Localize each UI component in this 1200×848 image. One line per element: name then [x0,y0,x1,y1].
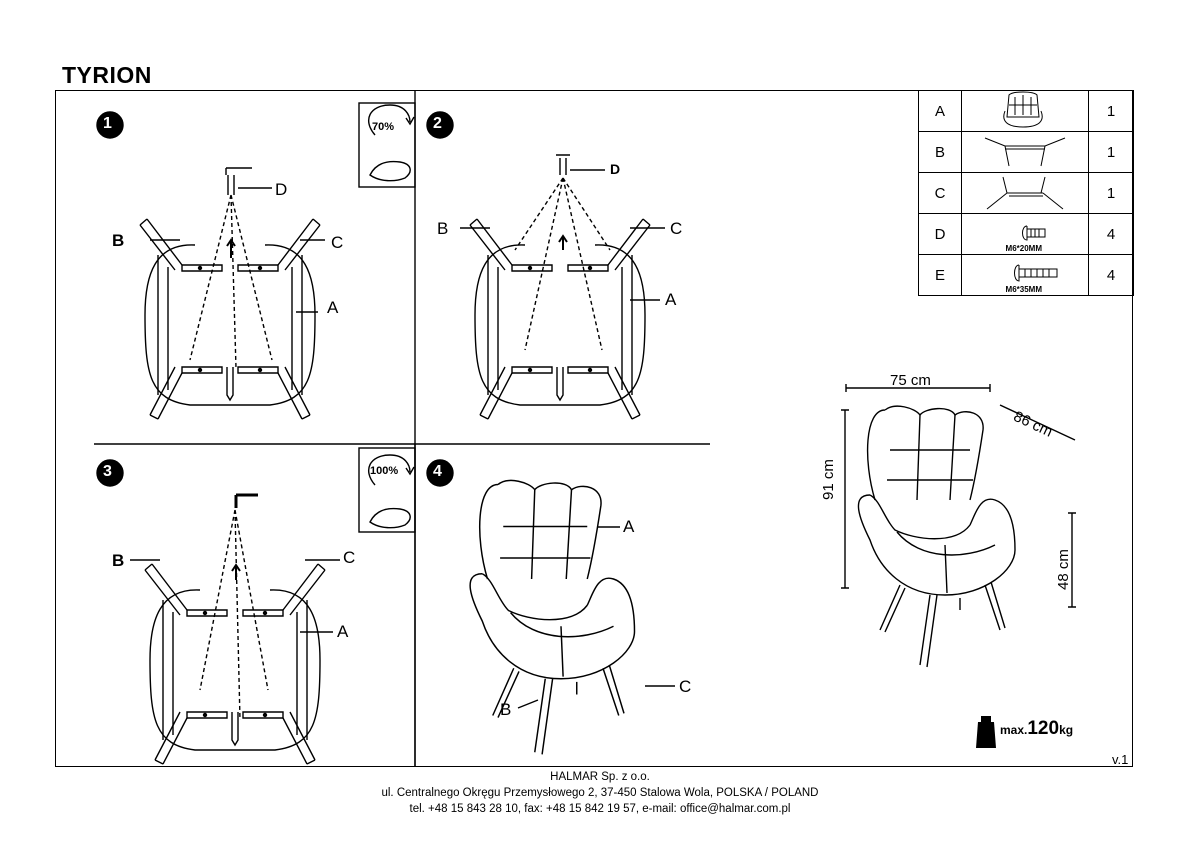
max-load-unit: kg [1059,723,1074,737]
part-qty: 4 [1088,213,1134,255]
max-load-prefix: max. [1000,723,1028,737]
leg-frame-icon [961,172,1089,214]
bolt-icon: M6*35MM [961,254,1089,296]
part-row: B 1 [918,131,1134,173]
dimension-width: 75 cm [890,372,931,389]
max-load-value: 120 [1027,718,1060,739]
label-c-step2: C [670,219,683,238]
label-d-step2: D [610,161,621,177]
part-row: A 1 [918,90,1134,132]
part-letter: B [918,131,962,173]
label-a-step1: A [327,298,339,317]
dimension-seat-height: 48 cm [1055,549,1072,590]
chair-underside-step-2 [460,154,665,420]
part-letter: D [918,213,962,255]
torque-70-icon [358,102,416,188]
step-3-badge [96,459,124,487]
product-title: TYRION [62,62,152,88]
part-qty: 4 [1088,254,1134,296]
max-load: max.120kg [1000,718,1073,740]
label-a-step4: A [623,517,635,536]
leg-frame-icon [961,131,1089,173]
part-qty: 1 [1088,172,1134,214]
chair-underside-step-3 [130,493,340,765]
label-a-step2: A [665,290,677,309]
step-1-badge [96,111,124,139]
label-c-step3: C [343,548,356,567]
footer-company: HALMAR Sp. z o.o. [550,771,650,783]
version-label: v.1 [1112,752,1129,767]
part-row: C 1 [918,172,1134,214]
label-a-step3: A [337,622,349,641]
step-4-badge [426,459,454,487]
footer-contact: tel. +48 15 843 28 10, fax: +48 15 842 1… [409,803,791,815]
part-qty: 1 [1088,90,1134,132]
bolt-icon: M6*20MM [961,213,1089,255]
label-b-step2: B [437,219,449,238]
step-1-number: 1 [103,115,112,132]
step-3-number: 3 [103,463,112,480]
torque-100-label: 100% [370,465,399,477]
footer-address: ul. Centralnego Okręgu Przemysłowego 2, … [381,787,819,799]
chair-underside-step-1 [139,167,325,420]
label-c-step1: C [331,233,344,252]
label-b-step3: B [112,551,125,570]
part-row: D M6*20MM 4 [918,213,1134,255]
armchair-dimensions [841,384,1076,668]
armchair-step-4 [469,479,675,756]
part-letter: C [918,172,962,214]
part-letter: E [918,254,962,296]
bolt-size: M6*20MM [1005,244,1042,253]
part-letter: A [918,90,962,132]
armchair-body-icon [961,90,1089,132]
bolt-size: M6*35MM [1005,285,1042,294]
dimension-height: 91 cm [820,459,837,500]
torque-100-icon [358,447,416,533]
instruction-frame [55,90,1133,767]
step-2-badge [426,111,454,139]
label-b-step1: B [112,231,125,250]
label-d-step1: D [275,180,288,199]
parts-table: A 1 B 1 C 1 D M6 [918,90,1134,296]
part-qty: 1 [1088,131,1134,173]
torque-70-label: 70% [372,121,395,133]
part-row: E M6*35MM 4 [918,254,1134,296]
weight-icon [976,716,996,748]
label-b-step4: B [500,700,512,719]
label-c-step4: C [679,677,692,696]
step-4-number: 4 [433,463,442,480]
step-2-number: 2 [433,115,442,132]
